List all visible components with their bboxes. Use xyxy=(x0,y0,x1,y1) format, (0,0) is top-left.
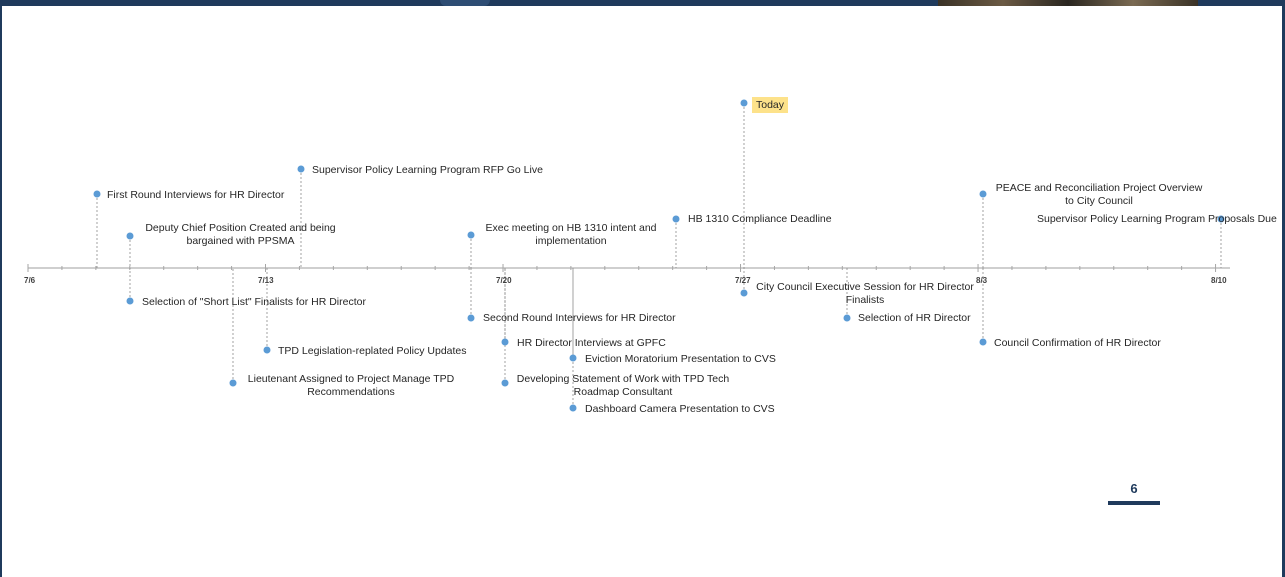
event-markers xyxy=(93,99,1225,412)
page-number: 6 xyxy=(1130,481,1138,496)
title-fragment xyxy=(440,0,490,6)
event-label: First Round Interviews for HR Director xyxy=(107,189,285,201)
event-label: Eviction Moratorium Presentation to CVS xyxy=(585,353,776,365)
header-photo xyxy=(938,0,1198,6)
axis-label-7-27: 7/27 xyxy=(735,276,751,285)
event-label: Supervisor Policy Learning Program Propo… xyxy=(1037,213,1277,225)
timeline-ticks xyxy=(27,264,1217,272)
event-label: Council Confirmation of HR Director xyxy=(994,337,1161,349)
today-marker xyxy=(740,99,748,107)
event-marker xyxy=(979,338,987,346)
event-marker xyxy=(569,354,577,362)
event-label: Exec meeting on HB 1310 intent and imple… xyxy=(485,222,657,247)
event-marker xyxy=(93,190,101,198)
event-marker xyxy=(229,379,237,387)
event-label: HR Director Interviews at GPFC xyxy=(517,337,666,349)
axis-label-7-6: 7/6 xyxy=(24,276,36,285)
event-marker xyxy=(297,165,305,173)
event-marker xyxy=(126,297,134,305)
event-marker xyxy=(126,232,134,240)
event-marker xyxy=(979,190,987,198)
event-marker xyxy=(569,404,577,412)
axis-label-7-20: 7/20 xyxy=(496,276,512,285)
event-marker xyxy=(501,379,509,387)
event-label: HB 1310 Compliance Deadline xyxy=(688,213,832,225)
event-stems xyxy=(96,103,1222,408)
event-label: Second Round Interviews for HR Director xyxy=(483,312,676,324)
event-label: PEACE and Reconciliation Project Overvie… xyxy=(995,182,1203,207)
event-marker xyxy=(1217,215,1225,223)
event-marker xyxy=(672,215,680,223)
event-marker xyxy=(467,314,475,322)
today-label: Today xyxy=(752,97,789,113)
event-marker xyxy=(467,231,475,239)
event-label: Deputy Chief Position Created and being … xyxy=(145,222,336,247)
event-marker xyxy=(740,289,748,297)
axis-label-8-10: 8/10 xyxy=(1211,276,1227,285)
event-label: TPD Legislation-replated Policy Updates xyxy=(278,345,467,357)
event-marker xyxy=(263,346,271,354)
event-label: Supervisor Policy Learning Program RFP G… xyxy=(312,164,543,176)
slide-top-frame xyxy=(0,0,1285,6)
event-label: Selection of "Short List" Finalists for … xyxy=(142,296,366,308)
today-marker-label: Today xyxy=(752,95,789,113)
slide-left-frame xyxy=(0,0,2,577)
axis-label-8-3: 8/3 xyxy=(976,276,988,285)
event-label: Dashboard Camera Presentation to CVS xyxy=(585,403,775,415)
slide-right-frame xyxy=(1282,0,1285,577)
axis-label-7-13: 7/13 xyxy=(258,276,274,285)
event-marker xyxy=(501,338,509,346)
page-number-underline xyxy=(1108,501,1160,505)
event-label: Selection of HR Director xyxy=(858,312,971,324)
event-label: City Council Executive Session for HR Di… xyxy=(756,281,974,306)
event-marker xyxy=(843,314,851,322)
event-label: Developing Statement of Work with TPD Te… xyxy=(516,373,730,398)
event-label: Lieutenant Assigned to Project Manage TP… xyxy=(247,373,455,398)
